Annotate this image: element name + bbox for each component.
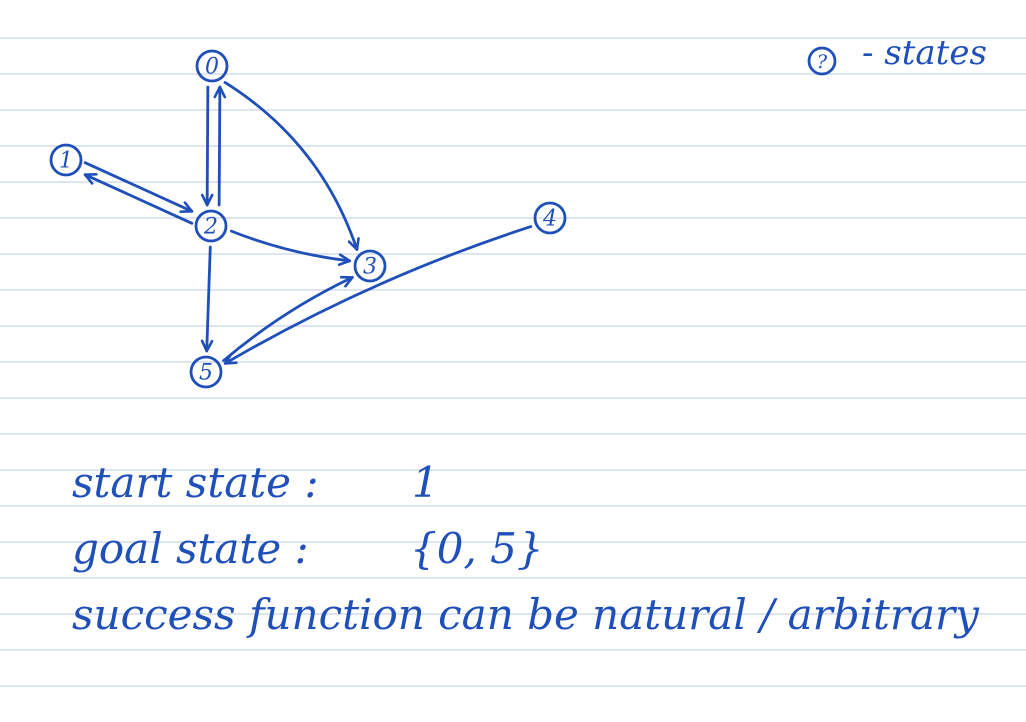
state-node-1: 1 <box>49 143 83 177</box>
state-node-0: 0 <box>195 49 229 83</box>
edge-0-to-3 <box>223 81 360 251</box>
nodes: 0 1 2 3 4 5 <box>49 49 567 389</box>
edge-1-to-2 <box>83 161 194 214</box>
state-node-label: 1 <box>59 149 73 174</box>
state-node-circle <box>189 355 223 389</box>
state-node-label: 5 <box>199 361 213 386</box>
start-state-value: 1 <box>412 458 439 507</box>
edge-5-to-3 <box>222 275 354 363</box>
state-node-circle <box>353 249 387 283</box>
edges <box>83 81 533 365</box>
state-node-label: 3 <box>363 255 377 280</box>
state-node-label: 4 <box>542 207 557 232</box>
edge-4-to-5 <box>223 225 533 365</box>
success-function-note: success function can be natural / arbitr… <box>72 590 979 639</box>
legend-symbol: ? <box>817 51 828 73</box>
state-node-3: 3 <box>353 249 387 283</box>
goal-state-label: goal state : <box>72 524 309 573</box>
state-node-circle <box>49 143 83 177</box>
edge-2-to-5 <box>200 245 214 353</box>
edge-2-to-0 <box>213 85 227 207</box>
state-node-label: 2 <box>203 215 218 240</box>
start-state-label: start state : <box>72 458 319 507</box>
goal-state-value: {0, 5} <box>410 524 544 573</box>
state-node-label: 0 <box>205 55 219 80</box>
edge-2-to-3 <box>229 229 352 266</box>
edge-2-to-1 <box>83 172 194 225</box>
state-node-circle <box>533 201 567 235</box>
state-node-circle <box>194 209 228 243</box>
legend-text: - states <box>862 33 987 73</box>
state-node-circle <box>195 49 229 83</box>
legend-state-icon: ? <box>807 46 837 76</box>
edge-0-to-2 <box>200 85 214 207</box>
state-node-5: 5 <box>189 355 223 389</box>
state-node-4: 4 <box>533 201 567 235</box>
state-node-2: 2 <box>194 209 228 243</box>
